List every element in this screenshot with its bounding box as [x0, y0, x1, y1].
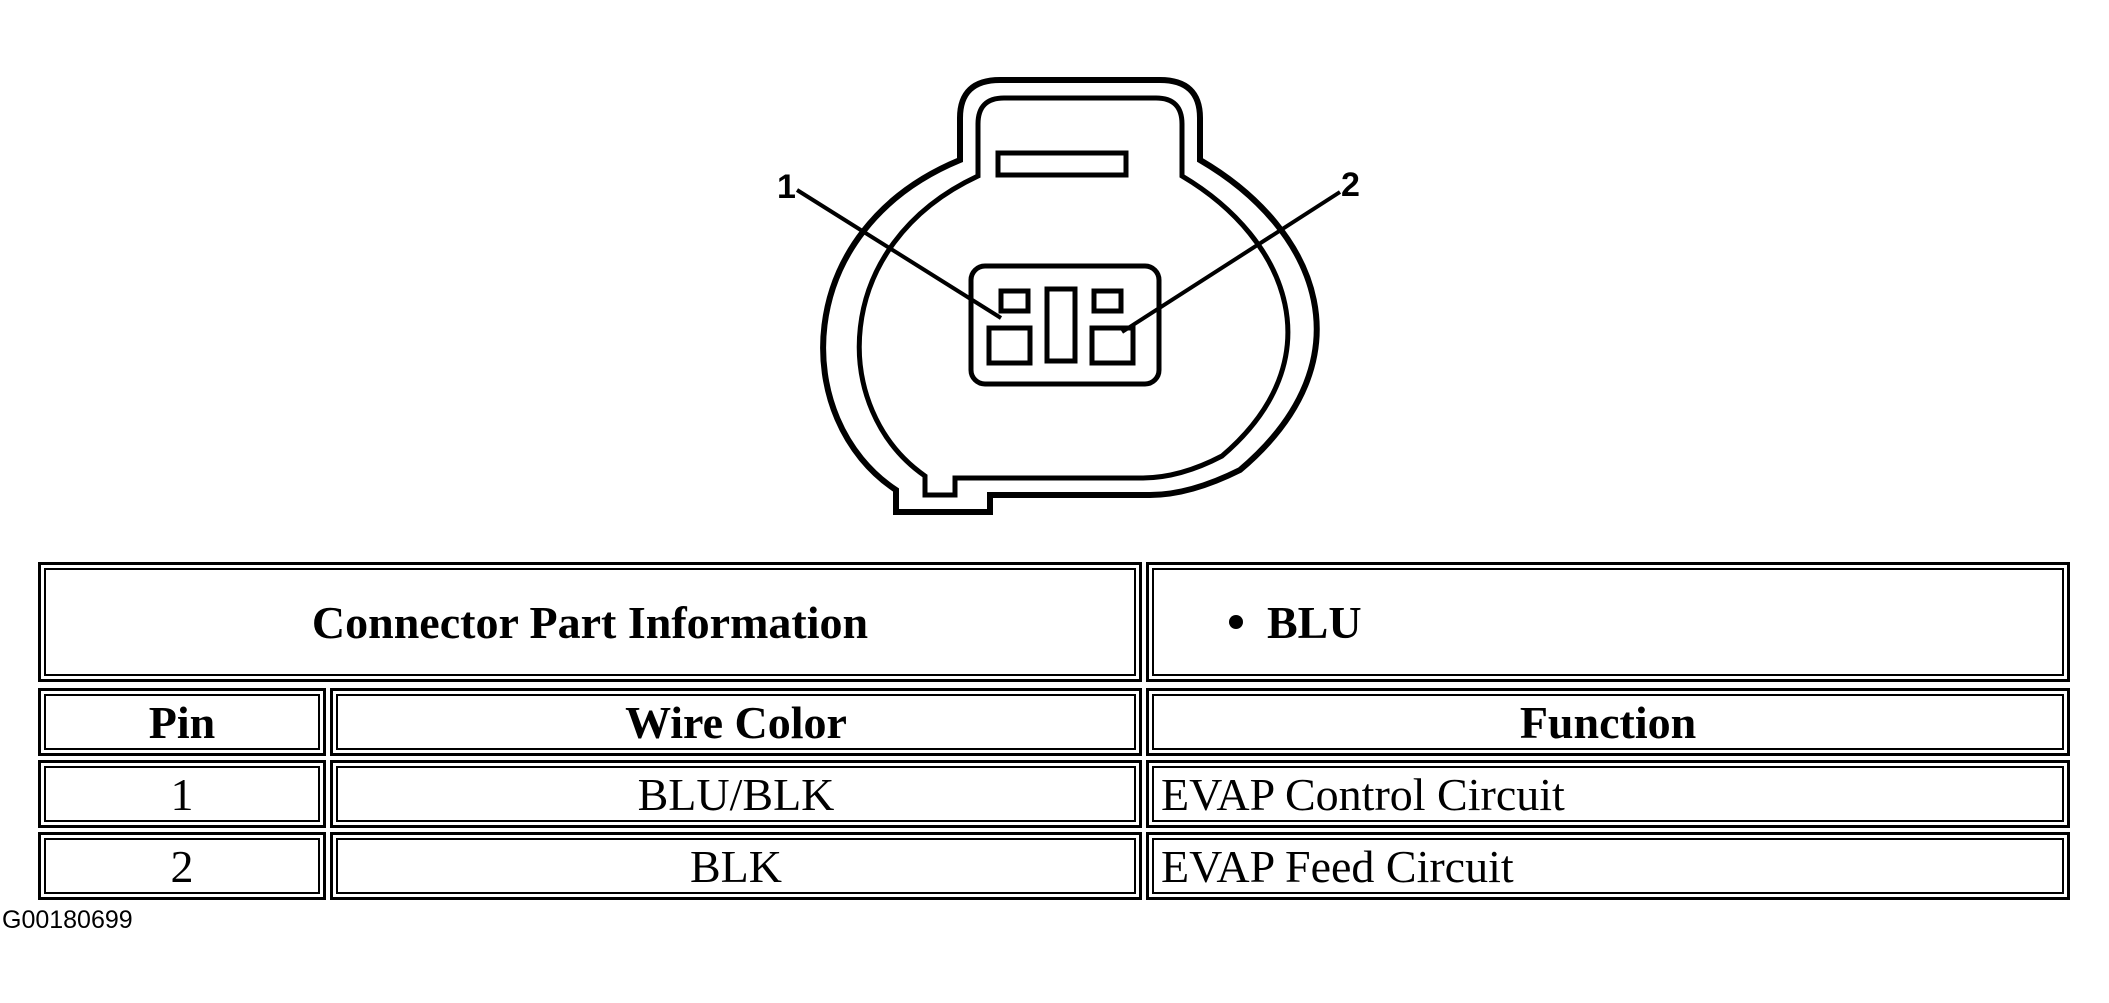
table-row-2-pin: 2: [38, 832, 326, 900]
upper-cavity-right: [1091, 288, 1124, 314]
pin-1-cavity: [986, 325, 1033, 366]
pin-2-cavity: [1089, 325, 1136, 366]
column-header-wire-color: Wire Color: [330, 688, 1142, 756]
column-header-pin: Pin: [38, 688, 326, 756]
connector-part-info-title: Connector Part Information: [38, 562, 1142, 682]
pin-2-leader-line: [1120, 190, 1342, 334]
terminal-housing: [968, 263, 1162, 387]
pin-2-label: 2: [1341, 166, 1360, 204]
pin-1-leader-line: [795, 188, 1003, 320]
table-row-2-function: EVAP Feed Circuit: [1146, 832, 2070, 900]
connector-shell-outer: [820, 77, 1320, 515]
connector-part-info-value: BLU: [1146, 562, 2070, 682]
bullet-icon: [1229, 615, 1243, 629]
column-header-function: Function: [1146, 688, 2070, 756]
upper-cavity-left: [998, 288, 1031, 314]
locking-tab-slot: [995, 150, 1129, 178]
pin-1-label: 1: [777, 168, 796, 206]
connector-face-diagram: 1 2: [777, 77, 1360, 515]
connector-shell-inner: [856, 95, 1291, 498]
figure-code: G00180699: [2, 906, 133, 934]
table-row-1-pin: 1: [38, 760, 326, 828]
center-key: [1044, 286, 1078, 364]
table-row-1-function: EVAP Control Circuit: [1146, 760, 2070, 828]
table-row-1-wire-color: BLU/BLK: [330, 760, 1142, 828]
table-row-2-wire-color: BLK: [330, 832, 1142, 900]
